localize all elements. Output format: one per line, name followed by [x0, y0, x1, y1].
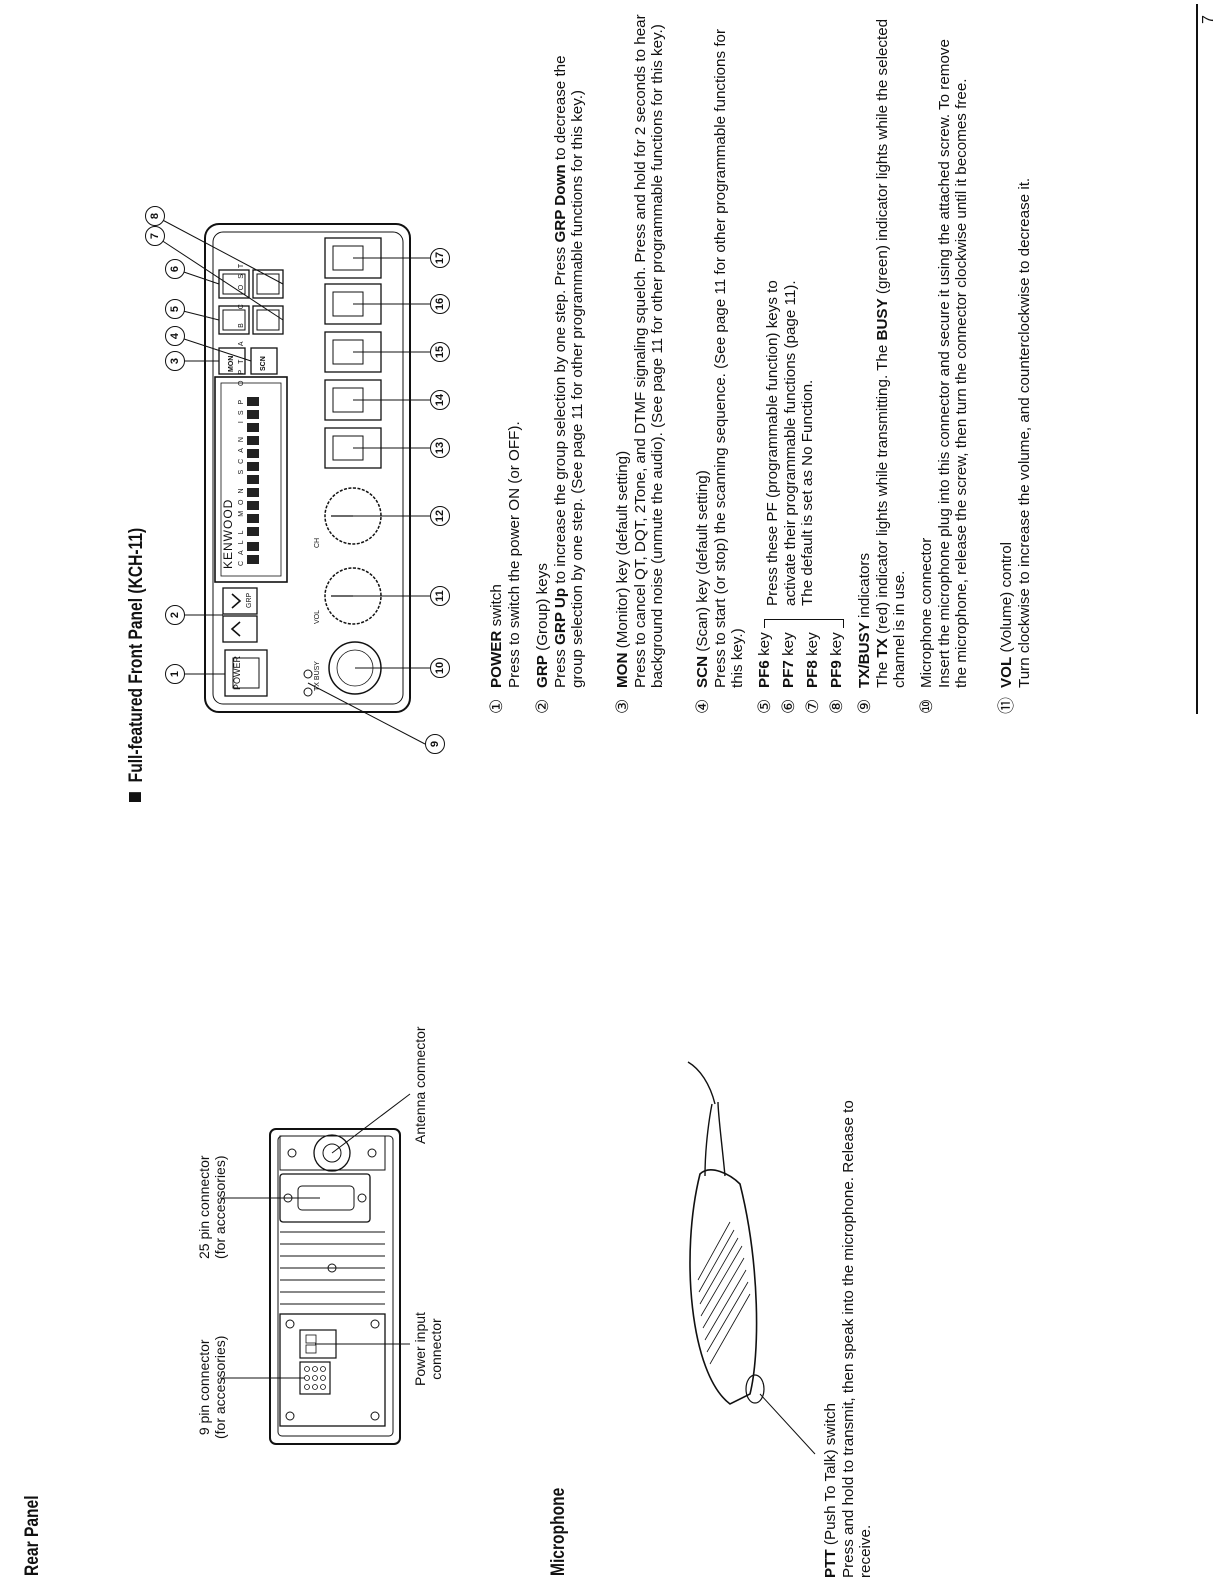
microphone-heading: Microphone: [548, 1487, 569, 1576]
label-9pin-connector: 9 pin connector(for accessories): [196, 1335, 228, 1439]
callout-3: 3: [165, 351, 185, 371]
callout-1: 1: [165, 664, 185, 684]
panel-ch-label: CH: [314, 537, 321, 548]
callout-11: 11: [430, 586, 450, 606]
callout-12: 12: [430, 506, 450, 526]
rear-panel-heading: Rear Panel: [22, 1495, 43, 1576]
item-power: ① POWER switch Press to switch the power…: [487, 421, 523, 714]
callout-2: 2: [165, 605, 185, 625]
bottom-rule: [1196, 4, 1198, 714]
callout-17: 17: [430, 248, 450, 268]
callout-16: 16: [430, 294, 450, 314]
callout-10: 10: [430, 658, 450, 678]
front-panel-heading: Full-featured Front Panel (KCH-11): [126, 528, 148, 802]
callout-9: 9: [425, 734, 445, 754]
pf-keys-note: Press these PF (programmable function) k…: [764, 280, 816, 606]
item-scn: ④ SCN (Scan) key (default setting) Press…: [693, 28, 746, 714]
panel-display-indicators: CALL MON SCAN ISP OPT A B C OST: [238, 257, 245, 566]
item-mic-connector: ⑩ Microphone connector Insert the microp…: [917, 39, 970, 714]
callout-5: 5: [165, 299, 185, 319]
panel-vol-label: VOL: [314, 609, 321, 624]
rear-panel-drawing: [220, 1093, 411, 1445]
panel-scn-key-label: SCN: [260, 356, 267, 371]
item-tx-busy: ⑨ TX/BUSY indicators The TX (red) indica…: [855, 18, 908, 714]
callout-7: 7: [145, 226, 165, 246]
callout-4: 4: [165, 326, 185, 346]
item-vol: ⑪ VOL (Volume) control Turn clockwise to…: [997, 177, 1033, 714]
callout-6: 6: [165, 259, 185, 279]
label-antenna-connector: Antenna connector: [412, 1026, 428, 1144]
item-pf9: ⑧ PF9 key: [827, 632, 846, 714]
panel-tx-busy-label: TX BUSY: [314, 661, 321, 691]
page-number: 7: [1200, 15, 1217, 24]
panel-power-label: POWER: [232, 655, 242, 690]
panel-brand-label: KENWOOD: [221, 498, 235, 569]
callout-15: 15: [430, 342, 450, 362]
label-25pin-connector: 25 pin connector(for accessories): [196, 1155, 228, 1259]
panel-grp-label: GRP: [246, 592, 253, 608]
callout-8: 8: [145, 206, 165, 226]
panel-mon-key-label: MON: [228, 355, 235, 372]
callout-14: 14: [430, 390, 450, 410]
item-grp: ② GRP (Group) keys Press GRP Up to incre…: [533, 55, 586, 714]
pf-keys-bracket: [764, 619, 844, 628]
microphone-drawing: [687, 1061, 816, 1455]
ptt-description: PTT (Push To Talk) switch Press and hold…: [822, 1100, 874, 1578]
front-panel-drawing: [154, 215, 430, 745]
callout-13: 13: [430, 438, 450, 458]
item-mon: ③ MON (Monitor) key (default setting) Pr…: [613, 14, 666, 714]
